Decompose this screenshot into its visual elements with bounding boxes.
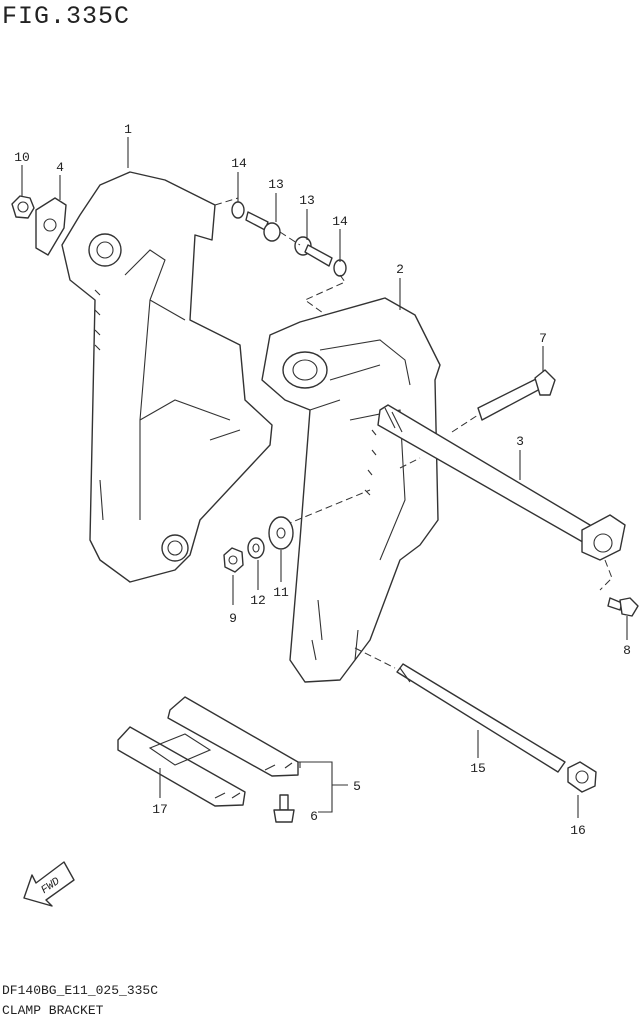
callout-3: 3 xyxy=(516,434,524,449)
callout-1: 1 xyxy=(124,122,132,137)
figure-title: FIG.335C xyxy=(2,2,131,31)
callout-17: 17 xyxy=(152,802,168,817)
callout-4: 4 xyxy=(56,160,64,175)
part-1-clamp-bracket-left xyxy=(61,171,273,583)
part-13-bolt xyxy=(294,236,333,267)
callout-6: 6 xyxy=(310,809,318,824)
part-3-shaft xyxy=(377,404,626,561)
figure-code: DF140BG_E11_025_335C xyxy=(2,983,159,998)
callout-14: 14 xyxy=(332,214,348,229)
part-11-washer xyxy=(268,516,294,550)
part-5-plate xyxy=(167,696,299,777)
part-6-bolt xyxy=(273,794,295,823)
part-13-bolt xyxy=(245,211,281,242)
part-7-bolt xyxy=(477,369,556,421)
fwd-arrow-icon: FWD xyxy=(23,861,75,907)
part-16-nut xyxy=(567,761,597,793)
callout-7: 7 xyxy=(539,331,547,346)
callout-9: 9 xyxy=(229,611,237,626)
callout-10: 10 xyxy=(14,150,30,165)
callout-13: 13 xyxy=(299,193,315,208)
part-10-nut xyxy=(11,195,35,219)
part-15-pin xyxy=(396,663,566,773)
callout-8: 8 xyxy=(623,643,631,658)
callout-14: 14 xyxy=(231,156,247,171)
figure-name: CLAMP BRACKET xyxy=(2,1003,104,1018)
part-14-washer xyxy=(231,201,245,219)
callout-15: 15 xyxy=(470,761,486,776)
callout-16: 16 xyxy=(570,823,586,838)
part-17-plate xyxy=(117,726,246,807)
callout-2: 2 xyxy=(396,262,404,277)
callout-labels: 1 10 4 14 13 13 14 2 7 3 9 12 11 8 5 6 1… xyxy=(14,122,631,838)
part-12-washer xyxy=(247,537,265,559)
part-8-bolt xyxy=(607,597,639,617)
callout-13: 13 xyxy=(268,177,284,192)
callout-12: 12 xyxy=(250,593,266,608)
part-4-plate xyxy=(35,197,67,256)
callout-5: 5 xyxy=(353,779,361,794)
callout-11: 11 xyxy=(273,585,289,600)
part-9-nut xyxy=(223,547,244,573)
part-14-washer xyxy=(333,259,347,277)
part-2-clamp-bracket-right xyxy=(261,297,441,683)
